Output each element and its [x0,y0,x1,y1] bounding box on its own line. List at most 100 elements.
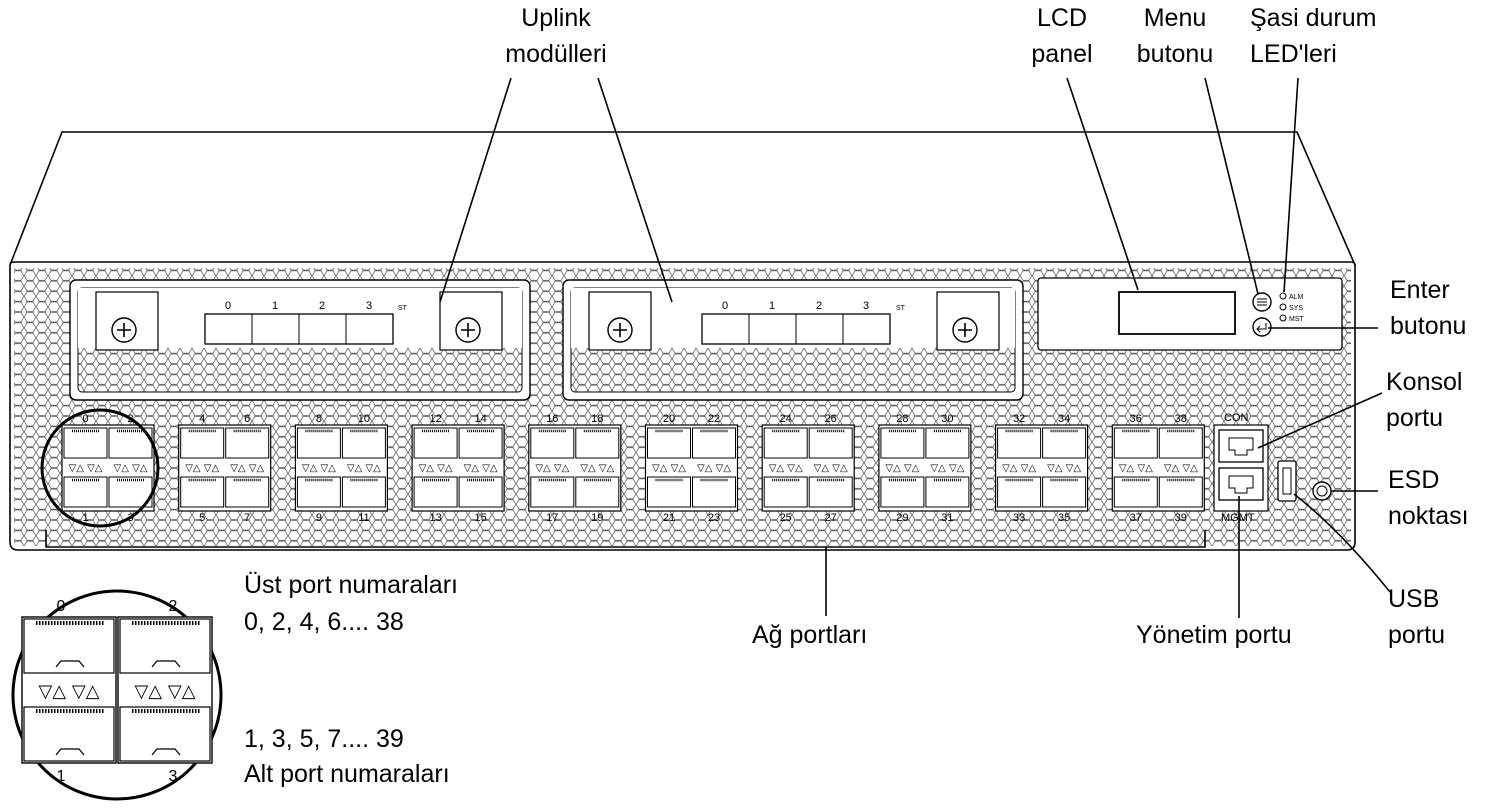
port-number-top: 28 [896,413,908,425]
sfp-port-top[interactable] [998,428,1041,458]
sfp-port-bottom[interactable] [342,477,385,507]
port-group: ▽△ ▽△01▽△ ▽△23 [62,413,154,524]
sfp-port-top[interactable] [414,428,457,458]
sfp-port-bottom[interactable] [881,477,924,507]
uplink-module-1: 0 1 2 3 ST [70,280,530,400]
port-number-top: 4 [199,413,205,425]
link-led-icons: ▽△ ▽△ [347,463,381,474]
sfp-port-bottom[interactable] [764,477,807,507]
link-led-icons: ▽△ ▽△ [580,463,614,474]
link-led-icons: ▽△ ▽△ [1002,463,1036,474]
zoom-port-label: 0 [57,598,66,615]
link-led-icons: ▽△ ▽△ [1164,463,1198,474]
lcd-screen [1119,292,1235,334]
sfp-port-top[interactable] [531,428,574,458]
alm-led-icon [1280,293,1286,299]
sfp-port-bottom[interactable] [414,477,457,507]
port-number-bottom: 9 [316,512,322,524]
led-label: SYS [1289,305,1303,312]
port-number-bottom: 5 [199,512,205,524]
port-number-bottom: 7 [244,512,250,524]
sfp-port-bottom[interactable] [297,477,340,507]
sfp-port-bottom[interactable] [1043,477,1086,507]
sfp-port-bottom[interactable] [459,477,502,507]
console-port[interactable] [1219,430,1263,462]
sfp-port-bottom[interactable] [64,477,107,507]
sfp-port-bottom[interactable] [693,477,736,507]
enter-button[interactable] [1253,318,1271,336]
sfp-port-top[interactable] [64,428,107,458]
port-number-top: 12 [429,413,441,425]
esd-label-line1: ESD [1388,466,1439,494]
port-number-top: 10 [358,413,370,425]
port-number-bottom: 25 [780,512,792,524]
sfp-port-bottom[interactable] [1159,477,1202,507]
sfp-port-top[interactable] [926,428,969,458]
module-port-label: 1 [272,300,278,312]
link-led-icons: ▽△ ▽△ [230,463,264,474]
module-port-label: 1 [769,300,775,312]
sfp-port-bottom[interactable] [226,477,269,507]
sfp-port-bottom[interactable] [648,477,691,507]
sfp-port-top[interactable] [297,428,340,458]
link-led-icons: ▽△ ▽△ [814,463,848,474]
link-led-icons: ▽△ ▽△ [302,463,336,474]
mst-led-icon [1280,315,1286,321]
port-number-top: 24 [780,413,792,425]
sfp-port-top[interactable] [764,428,807,458]
port-number-top: 16 [546,413,558,425]
link-led-icons: ▽△ ▽△ [769,463,803,474]
sfp-port-top[interactable] [459,428,502,458]
sfp-port-bottom[interactable] [576,477,619,507]
zoom-link-led-icons: ▽△ ▽△ [38,681,99,702]
sfp-port-top[interactable] [342,428,385,458]
zoom-port-2 [120,619,210,673]
sfp-port-top[interactable] [648,428,691,458]
port-number-top: 34 [1058,413,1070,425]
sfp-port-top[interactable] [1159,428,1202,458]
port-number-top: 22 [708,413,720,425]
sfp-port-top[interactable] [226,428,269,458]
sfp-port-top[interactable] [576,428,619,458]
sfp-port-bottom[interactable] [926,477,969,507]
management-port[interactable] [1219,468,1263,500]
sfp-port-top[interactable] [881,428,924,458]
port-number-bottom: 19 [591,512,603,524]
sfp-port-bottom[interactable] [1114,477,1157,507]
sfp-port-top[interactable] [809,428,852,458]
sfp-port-top[interactable] [693,428,736,458]
port-number-top: 36 [1130,413,1142,425]
link-led-icons: ▽△ ▽△ [885,463,919,474]
module-status-label: ST [896,305,906,312]
console-port-label: CON [1224,412,1249,424]
sfp-port-bottom[interactable] [181,477,224,507]
uplink-module-2: 0 1 2 3 ST [563,280,1023,400]
sfp-port-bottom[interactable] [998,477,1041,507]
module-port-label: 3 [863,300,869,312]
module-port-label: 3 [366,300,372,312]
management-label: Yönetim portu [1136,621,1292,649]
zoom-detail: 0 2 1 3 ▽△ ▽△ ▽△ ▽△ [13,591,221,799]
sfp-port-top[interactable] [1114,428,1157,458]
top-port-numbers-values: 0, 2, 4, 6.... 38 [244,608,404,636]
port-number-bottom: 29 [896,512,908,524]
port-number-bottom: 35 [1058,512,1070,524]
control-panel: ALM SYS MST [1038,278,1342,350]
console-label-line2: portu [1386,404,1443,432]
lcd-label-line1: LCD [1037,4,1087,32]
sfp-port-top[interactable] [181,428,224,458]
sfp-port-bottom[interactable] [809,477,852,507]
module-port-label: 2 [816,300,822,312]
link-led-icons: ▽△ ▽△ [697,463,731,474]
enter-label-line2: butonu [1390,312,1466,340]
port-number-top: 8 [316,413,322,425]
leds-label-line2: LED'leri [1250,40,1337,68]
link-led-icons: ▽△ ▽△ [1119,463,1153,474]
sfp-port-bottom[interactable] [531,477,574,507]
bottom-port-numbers-label: Alt port numaraları [244,760,450,788]
zoom-port-1 [24,707,114,761]
sfp-port-top[interactable] [1043,428,1086,458]
port-number-top: 26 [825,413,837,425]
